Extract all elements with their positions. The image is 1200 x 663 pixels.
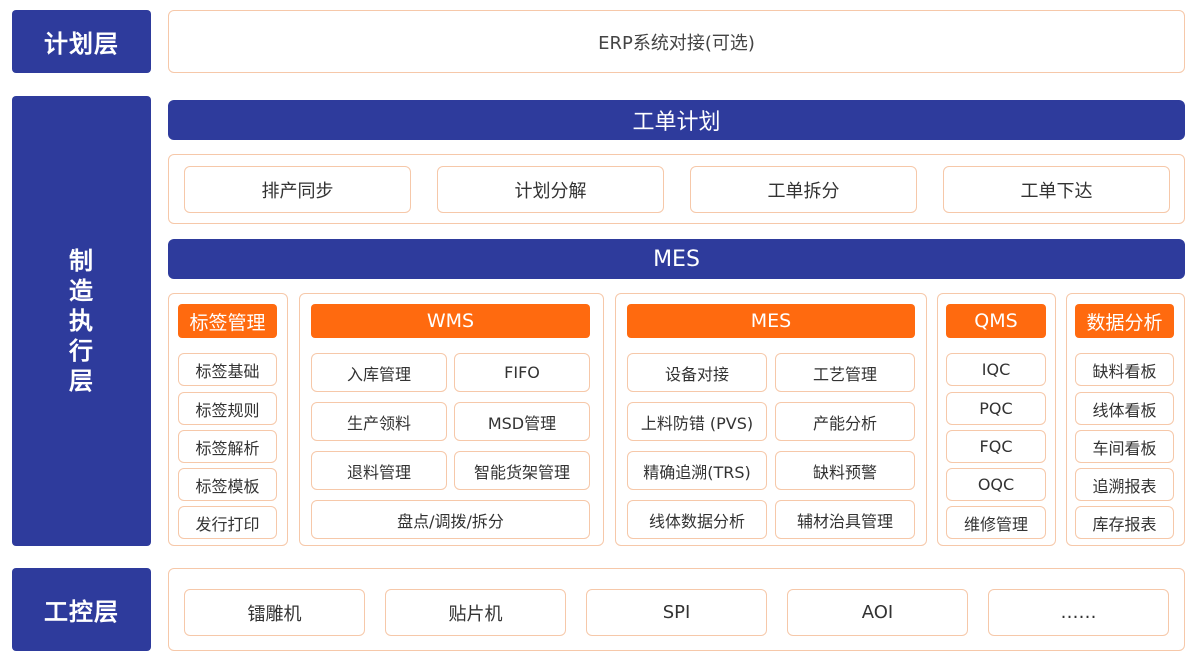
qms-item: 维修管理 bbox=[946, 506, 1046, 539]
control-item-spi: SPI bbox=[586, 589, 767, 636]
erp-integration-panel: ERP系统对接(可选) bbox=[168, 10, 1185, 73]
control-item-placement-machine: 贴片机 bbox=[385, 589, 566, 636]
plan-item-order-release: 工单下达 bbox=[943, 166, 1170, 213]
data-analysis-title: 数据分析 bbox=[1075, 304, 1174, 338]
data-analysis-item: 线体看板 bbox=[1075, 392, 1174, 425]
wms-item: MSD管理 bbox=[454, 402, 590, 441]
execution-label-char: 造 bbox=[69, 277, 94, 305]
execution-label-char: 行 bbox=[69, 337, 94, 365]
data-analysis-item: 车间看板 bbox=[1075, 430, 1174, 463]
mes-item: 产能分析 bbox=[775, 402, 915, 441]
wms-item: FIFO bbox=[454, 353, 590, 392]
data-analysis-item: 库存报表 bbox=[1075, 506, 1174, 539]
control-layer-label: 工控层 bbox=[12, 568, 151, 651]
planning-layer-label: 计划层 bbox=[12, 10, 151, 73]
execution-layer-label: 制 造 执 行 层 bbox=[12, 96, 151, 546]
label-mgmt-item: 标签模板 bbox=[178, 468, 277, 501]
label-mgmt-item: 标签规则 bbox=[178, 392, 277, 425]
label-mgmt-item: 标签解析 bbox=[178, 430, 277, 463]
qms-item: FQC bbox=[946, 430, 1046, 463]
qms-title: QMS bbox=[946, 304, 1046, 338]
control-item-aoi: AOI bbox=[787, 589, 968, 636]
mes-title: MES bbox=[627, 304, 915, 338]
label-mgmt-item: 发行打印 bbox=[178, 506, 277, 539]
plan-item-scheduling-sync: 排产同步 bbox=[184, 166, 411, 213]
execution-label-char: 制 bbox=[69, 247, 94, 275]
work-order-plan-bar: 工单计划 bbox=[168, 100, 1185, 140]
wms-item: 智能货架管理 bbox=[454, 451, 590, 490]
erp-integration-text: ERP系统对接(可选) bbox=[598, 32, 755, 54]
data-analysis-item: 追溯报表 bbox=[1075, 468, 1174, 501]
wms-item: 生产领料 bbox=[311, 402, 447, 441]
mes-bar: MES bbox=[168, 239, 1185, 279]
mes-item: 工艺管理 bbox=[775, 353, 915, 392]
execution-label-char: 执 bbox=[69, 307, 94, 335]
control-item-laser-engraver: 镭雕机 bbox=[184, 589, 365, 636]
mes-item: 辅材治具管理 bbox=[775, 500, 915, 539]
mes-item: 上料防错 (PVS) bbox=[627, 402, 767, 441]
plan-item-order-split: 工单拆分 bbox=[690, 166, 917, 213]
qms-item: IQC bbox=[946, 353, 1046, 386]
control-item-more: …… bbox=[988, 589, 1169, 636]
wms-item: 盘点/调拨/拆分 bbox=[311, 500, 590, 539]
data-analysis-item: 缺料看板 bbox=[1075, 353, 1174, 386]
mes-item: 设备对接 bbox=[627, 353, 767, 392]
mes-item: 精确追溯(TRS) bbox=[627, 451, 767, 490]
execution-label-char: 层 bbox=[69, 367, 94, 395]
qms-item: OQC bbox=[946, 468, 1046, 501]
wms-item: 入库管理 bbox=[311, 353, 447, 392]
qms-item: PQC bbox=[946, 392, 1046, 425]
mes-item: 线体数据分析 bbox=[627, 500, 767, 539]
wms-title: WMS bbox=[311, 304, 590, 338]
label-mgmt-item: 标签基础 bbox=[178, 353, 277, 386]
plan-item-plan-decomposition: 计划分解 bbox=[437, 166, 664, 213]
mes-item: 缺料预警 bbox=[775, 451, 915, 490]
label-mgmt-title: 标签管理 bbox=[178, 304, 277, 338]
wms-item: 退料管理 bbox=[311, 451, 447, 490]
